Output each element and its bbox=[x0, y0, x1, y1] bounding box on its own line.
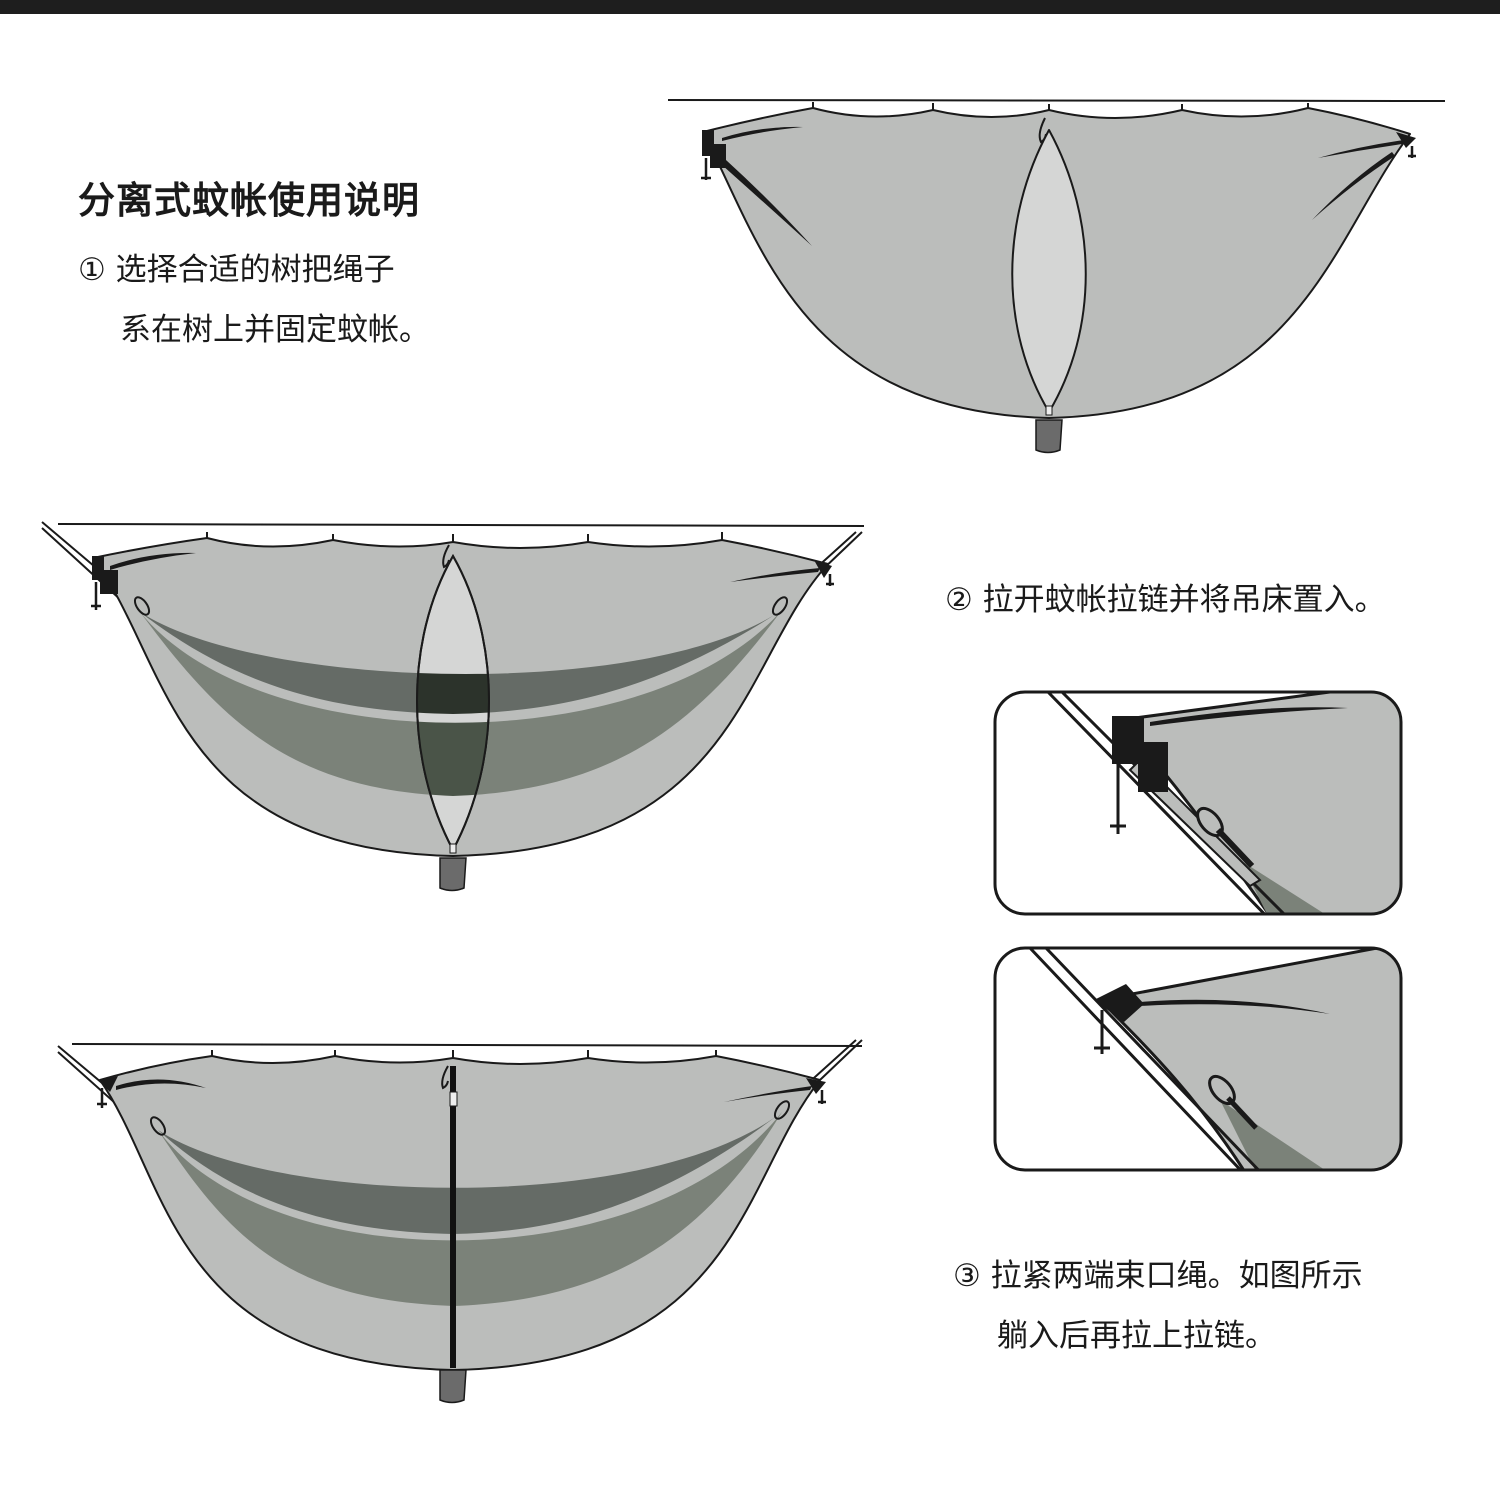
step-1-line-1: ① 选择合适的树把绳子 bbox=[78, 252, 395, 288]
tree-strap bbox=[1028, 948, 1270, 1170]
end-cap-right bbox=[814, 560, 832, 578]
ridgeline bbox=[57, 523, 865, 527]
ridgeline bbox=[667, 99, 1446, 102]
end-cap bbox=[1094, 984, 1144, 1022]
hammock bbox=[158, 1112, 782, 1306]
cord-lock-icon bbox=[91, 582, 101, 610]
stuff-sack-icon bbox=[1035, 419, 1063, 454]
hammock bbox=[140, 610, 782, 796]
detail-frame bbox=[993, 690, 1403, 916]
top-bar bbox=[0, 0, 1500, 14]
zipper-pull-icon bbox=[1038, 117, 1047, 144]
step-3-line-2: 躺入后再拉上拉链。 bbox=[997, 1318, 1276, 1354]
stuff-sack-icon bbox=[439, 857, 467, 892]
end-cap-right bbox=[1396, 132, 1416, 148]
cord-lock-icon bbox=[1094, 1010, 1110, 1054]
step-1-line-2: 系在树上并固定蚊帐。 bbox=[120, 312, 430, 348]
end-cap-left bbox=[98, 1076, 118, 1092]
cord-lock-icon bbox=[701, 158, 711, 180]
step-3-line-1: ③ 拉紧两端束口绳。如图所示 bbox=[953, 1258, 1363, 1294]
step-2-line-1: ② 拉开蚊帐拉链并将吊床置入。 bbox=[945, 582, 1386, 618]
cord-lock-icon bbox=[1110, 760, 1126, 834]
detail-frame bbox=[993, 946, 1403, 1172]
end-cap-right bbox=[806, 1078, 826, 1094]
zipper-pull-icon bbox=[442, 544, 450, 569]
carabiner-icon bbox=[133, 596, 151, 616]
ridgeline bbox=[71, 1043, 863, 1047]
page-title: 分离式蚊帐使用说明 bbox=[78, 179, 420, 222]
zipper-pull-icon bbox=[441, 1065, 449, 1090]
hammock-inner-shade bbox=[158, 1112, 782, 1234]
stuff-sack-icon bbox=[439, 1369, 467, 1404]
cord-lock-icon bbox=[97, 1088, 107, 1108]
carabiner-icon bbox=[149, 1116, 167, 1136]
hammock-inner-shade bbox=[140, 610, 782, 714]
